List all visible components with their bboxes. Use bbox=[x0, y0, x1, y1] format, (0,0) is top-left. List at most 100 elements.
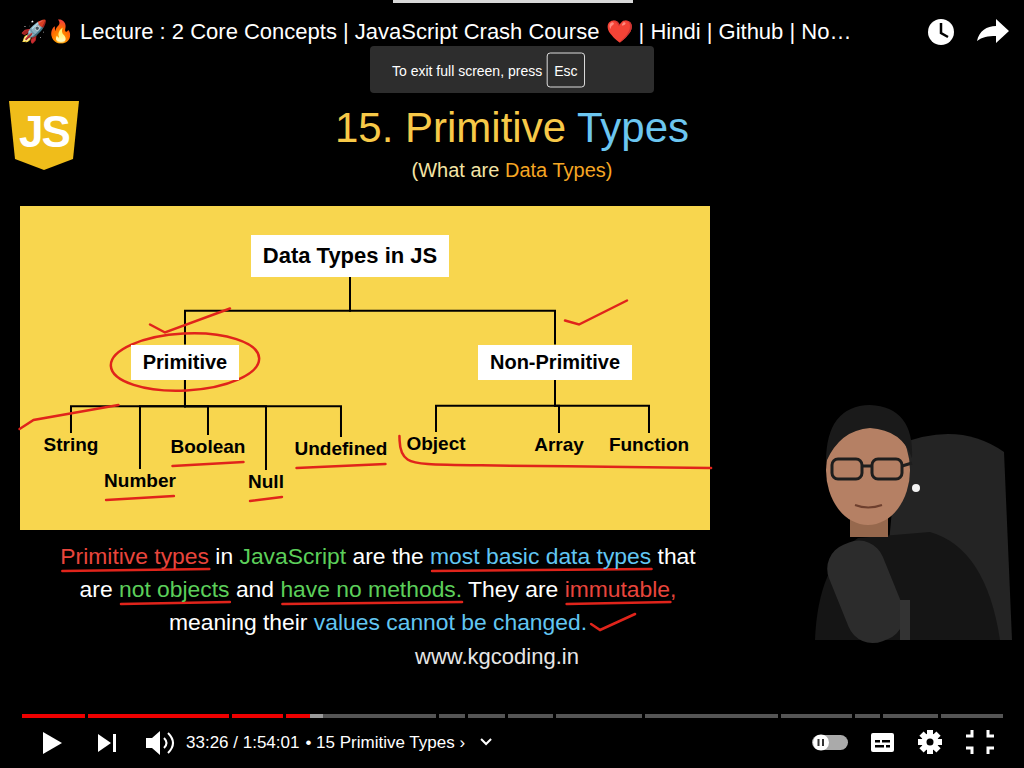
word: types bbox=[154, 543, 215, 569]
chapter-title: • 15 Primitive Types › bbox=[305, 733, 465, 753]
word: values bbox=[314, 609, 386, 635]
word: data bbox=[546, 543, 597, 569]
autoplay-knob bbox=[813, 735, 829, 751]
glasses bbox=[872, 459, 902, 479]
type-label: Array bbox=[532, 433, 586, 457]
settings-icon bbox=[918, 730, 942, 754]
ink-underline bbox=[62, 569, 209, 571]
word: are bbox=[470, 159, 504, 181]
word: objects bbox=[157, 576, 236, 602]
presenter bbox=[815, 405, 1012, 651]
autoplay-toggle bbox=[812, 735, 848, 750]
node-text: Null bbox=[248, 471, 284, 493]
clock-icon bbox=[928, 19, 954, 45]
node-text: Undefined bbox=[295, 438, 388, 460]
word: changed. bbox=[493, 609, 587, 635]
word: immutable, bbox=[565, 576, 677, 602]
progress-buffer bbox=[310, 714, 323, 718]
word: 15. bbox=[335, 104, 405, 151]
node-text: Primitive bbox=[143, 351, 227, 374]
word: the bbox=[392, 543, 430, 569]
ink-underline bbox=[297, 464, 386, 468]
root-box: Data Types in JS bbox=[251, 235, 449, 277]
word: and bbox=[236, 576, 281, 602]
type-label: Object bbox=[404, 432, 467, 456]
ink-underline bbox=[121, 602, 230, 604]
category-box: Primitive bbox=[131, 345, 239, 380]
type-label: Null bbox=[246, 470, 286, 494]
microphone bbox=[819, 533, 912, 651]
word: meaning bbox=[169, 609, 263, 635]
ink-circle bbox=[109, 330, 260, 395]
word: (What bbox=[412, 159, 471, 181]
word: basic bbox=[486, 543, 546, 569]
word: Types) bbox=[552, 159, 612, 181]
caption: Primitive types in JavaScript are the mo… bbox=[4, 540, 752, 639]
progress-bar bbox=[22, 713, 1003, 719]
node-text: String bbox=[44, 434, 99, 456]
word: are bbox=[80, 576, 119, 602]
word: Primitive bbox=[405, 104, 577, 151]
slide-title: 15. Primitive Types bbox=[335, 104, 689, 152]
word: methods. bbox=[368, 576, 468, 602]
js-logo-text: JS bbox=[19, 107, 69, 157]
word: JavaScript bbox=[239, 543, 352, 569]
annotations bbox=[20, 301, 712, 631]
word: are bbox=[525, 576, 564, 602]
key-hint: Esc bbox=[554, 63, 577, 79]
word: most bbox=[430, 543, 486, 569]
ink-underline bbox=[250, 497, 282, 501]
key-frame bbox=[547, 53, 584, 87]
tooltip-box bbox=[370, 46, 654, 93]
website-url: www.kgcoding.in bbox=[415, 644, 579, 670]
ink-check bbox=[20, 405, 119, 429]
ink-check bbox=[591, 614, 635, 630]
word: Types bbox=[577, 104, 689, 151]
node-text: Number bbox=[104, 470, 176, 492]
ink-underline bbox=[432, 569, 651, 571]
word: their bbox=[263, 609, 314, 635]
type-label: String bbox=[42, 433, 101, 457]
slide-subtitle: (What are Data Types) bbox=[412, 159, 613, 182]
tree-connector bbox=[350, 277, 555, 345]
ink-underline bbox=[173, 462, 244, 466]
ink-underline bbox=[567, 602, 671, 604]
mouth bbox=[855, 505, 882, 508]
chapter-chevron bbox=[481, 739, 491, 744]
time-display: 33:26 / 1:54:01 bbox=[186, 733, 299, 753]
mic-arm bbox=[900, 600, 910, 640]
glasses bbox=[832, 459, 862, 479]
next-icon bbox=[98, 734, 111, 752]
progress-played bbox=[22, 714, 310, 718]
top-bar bbox=[393, 0, 633, 3]
word: no bbox=[336, 576, 368, 602]
volume-icon bbox=[146, 731, 160, 755]
word: cannot bbox=[386, 609, 461, 635]
ink-check bbox=[565, 301, 627, 325]
word: that bbox=[658, 543, 696, 569]
node-text: Object bbox=[406, 433, 465, 455]
category-box: Non-Primitive bbox=[478, 345, 632, 380]
ink-underline bbox=[106, 496, 174, 500]
clock-hands bbox=[941, 23, 948, 37]
type-label: Function bbox=[607, 433, 691, 457]
tree-connector bbox=[436, 380, 555, 433]
type-label: Boolean bbox=[169, 435, 248, 459]
node-text: Non-Primitive bbox=[490, 351, 620, 374]
js-logo bbox=[9, 101, 79, 170]
word: types bbox=[597, 543, 658, 569]
tree-connector bbox=[555, 380, 649, 434]
play-icon bbox=[43, 732, 62, 754]
hair bbox=[826, 405, 912, 462]
node-text: Array bbox=[534, 434, 584, 456]
word: not bbox=[119, 576, 157, 602]
word: have bbox=[280, 576, 336, 602]
word: They bbox=[468, 576, 525, 602]
word: be bbox=[461, 609, 493, 635]
type-label: Number bbox=[102, 469, 178, 493]
fullscreen-exit-icon bbox=[966, 730, 994, 754]
node-text: Data Types in JS bbox=[263, 243, 437, 269]
ink-check bbox=[150, 309, 230, 333]
progress-track bbox=[22, 714, 1003, 718]
